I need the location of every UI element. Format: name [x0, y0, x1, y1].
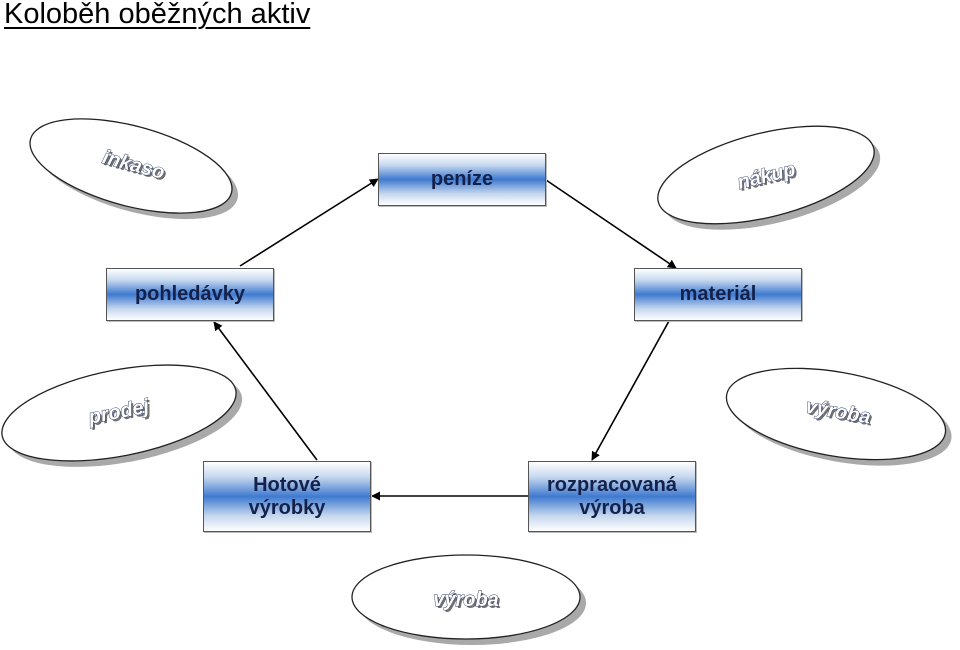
ellipse-nakup: nákup nákup	[657, 125, 881, 230]
node-material: materiál	[634, 268, 802, 321]
page-title: Koloběh oběžných aktiv	[4, 0, 311, 30]
ellipse-vyroba-bottom: výroba výroba	[351, 554, 586, 645]
ellipse-vyroba-bottom-label: výroba	[433, 589, 499, 611]
node-rozpracovana-vyroba: rozpracovaná výroba	[528, 461, 696, 532]
arrow-pohledavky-to-penize	[239, 178, 379, 267]
ellipse-inkaso: inkaso inkaso	[29, 118, 238, 220]
arrow-material-to-rozpracovana	[591, 320, 670, 461]
arrow-penize-to-material	[545, 179, 677, 269]
arrow-hotove-to-pohledavky	[213, 321, 318, 461]
node-penize: peníze	[378, 153, 546, 206]
ellipse-vyroba-bottom-shadow-text: výroba	[435, 591, 501, 613]
ellipse-prodej: prodej prodej	[1, 364, 243, 467]
node-hotove-vyrobky: Hotové výrobky	[203, 461, 371, 532]
ellipse-vyroba-right: výroba výroba	[725, 367, 952, 466]
node-pohledavky: pohledávky	[106, 268, 274, 321]
